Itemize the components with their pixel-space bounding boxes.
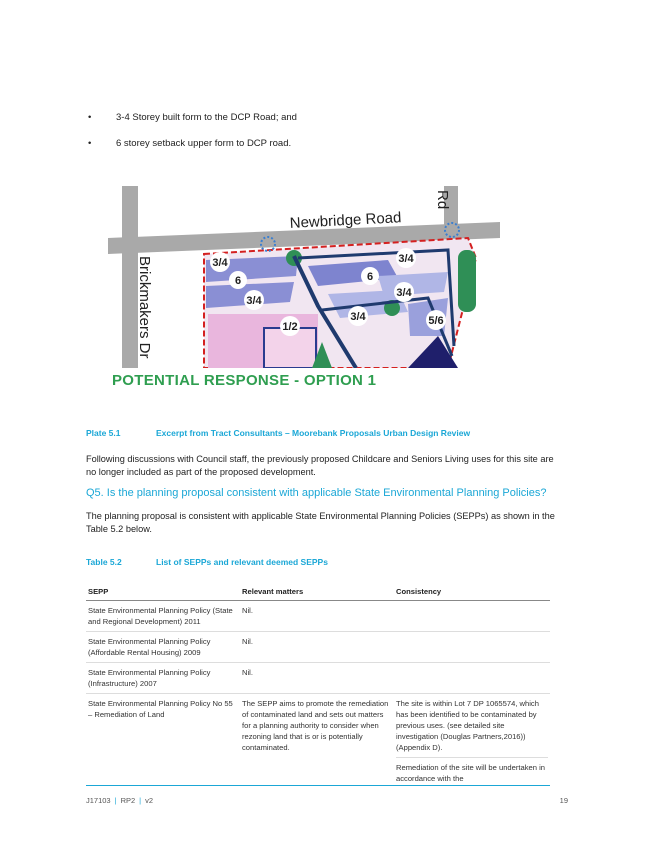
footer-divider	[86, 785, 550, 786]
matters-cell: Nil.	[240, 631, 394, 663]
site-plan-figure: Newbridge Road Brickmakers Dr Rd 3/4 6 3…	[108, 186, 500, 368]
table-row: State Environmental Planning Policy No 5…	[86, 694, 550, 785]
sepp-cell: State Environmental Planning Policy (Aff…	[86, 631, 240, 663]
page-number: 19	[559, 796, 568, 805]
footer-reference: J17103|RP2|v2	[86, 796, 153, 805]
matters-cell: Nil.	[240, 662, 394, 694]
storey-label: 5/6	[428, 315, 443, 327]
footer-report: RP2	[120, 796, 136, 805]
sepp-cell: State Environmental Planning Policy (Inf…	[86, 662, 240, 694]
paragraph: Following discussions with Council staff…	[86, 454, 554, 477]
footer-doc-number: J17103	[86, 796, 111, 805]
consistency-cell: The site is within Lot 7 DP 1065574, whi…	[394, 694, 550, 785]
road-label-newbridge: Newbridge Road	[289, 209, 401, 232]
storey-label: 3/4	[350, 311, 366, 323]
storey-label: 1/2	[282, 321, 297, 333]
internal-road	[321, 296, 454, 357]
green-park	[458, 250, 476, 312]
paragraph: The planning proposal is consistent with…	[86, 511, 555, 534]
newbridge-road	[108, 222, 500, 254]
matters-cell: The SEPP aims to promote the remediation…	[242, 699, 389, 752]
sepp-cell: State Environmental Planning Policy (Sta…	[86, 600, 240, 632]
green-wedge	[312, 342, 332, 368]
column-header: Relevant matters	[240, 584, 394, 601]
consistency-text: The site is within Lot 7 DP 1065574, whi…	[396, 699, 539, 752]
bullet-item: • 3-4 Storey built form to the DCP Road;…	[88, 112, 488, 126]
bullet-text: 3-4 Storey built form to the DCP Road; a…	[116, 112, 297, 123]
road-label-brickmakers: Brickmakers Dr	[136, 256, 153, 359]
matters-cell: Nil.	[240, 600, 394, 632]
sepp-table: SEPP Relevant matters Consistency State …	[86, 584, 550, 784]
table-header-row: SEPP Relevant matters Consistency	[86, 584, 550, 601]
intersection-marker	[260, 236, 276, 252]
storey-label: 3/4	[398, 253, 414, 265]
storey-label: 3/4	[246, 295, 262, 307]
bullet-symbol: •	[88, 112, 92, 123]
intersection-marker	[444, 222, 460, 238]
footer-separator: |	[114, 796, 117, 805]
table-row: State Environmental Planning Policy (Inf…	[86, 662, 550, 694]
consistency-text-continued: Remediation of the site will be undertak…	[396, 757, 548, 784]
bullet-symbol: •	[88, 138, 92, 149]
table-number: Table 5.2	[86, 557, 122, 567]
consistency-cell	[394, 600, 550, 632]
rd-road	[444, 186, 458, 246]
table-row: State Environmental Planning Policy (Aff…	[86, 631, 550, 663]
bullet-text: 6 storey setback upper form to DCP road.	[116, 138, 292, 149]
storey-label: 3/4	[212, 257, 228, 269]
table-row: State Environmental Planning Policy (Sta…	[86, 600, 550, 632]
dark-triangle	[408, 336, 458, 368]
figure-title: POTENTIAL RESPONSE - OPTION 1	[112, 372, 377, 389]
plate-number: Plate 5.1	[86, 428, 121, 438]
sepp-cell: State Environmental Planning Policy No 5…	[88, 699, 233, 719]
internal-road	[297, 248, 456, 347]
consistency-cell	[394, 662, 550, 694]
table-title: List of SEPPs and relevant deemed SEPPs	[156, 557, 328, 567]
storey-label: 6	[235, 275, 241, 287]
storey-label: 6	[367, 271, 373, 283]
footer-separator: |	[139, 796, 142, 805]
pink-block-outline	[263, 327, 317, 368]
internal-road	[292, 255, 358, 368]
consistency-cell	[394, 631, 550, 663]
plate-title: Excerpt from Tract Consultants – Mooreba…	[156, 428, 471, 438]
column-header: SEPP	[86, 584, 240, 601]
footer-version: v2	[145, 796, 154, 805]
storey-label: 3/4	[396, 287, 412, 299]
road-label-rd: Rd	[434, 190, 451, 209]
column-header: Consistency	[394, 584, 550, 601]
section-heading: Q5. Is the planning proposal consistent …	[86, 487, 547, 499]
brickmakers-road	[122, 186, 138, 368]
bullet-item: • 6 storey setback upper form to DCP roa…	[88, 138, 488, 152]
